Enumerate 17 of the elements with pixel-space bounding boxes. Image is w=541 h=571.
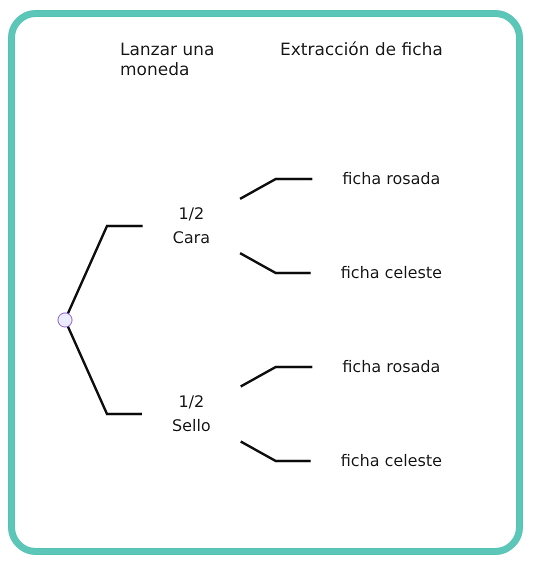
connector <box>239 178 312 200</box>
node-point <box>58 312 72 328</box>
node-text: ficha celeste <box>340 451 442 470</box>
node-label: 1/2 <box>178 204 204 223</box>
node-label: 1/2 <box>178 392 204 411</box>
connector <box>66 224 143 314</box>
column-heading: Lanzar una moneda <box>120 40 216 80</box>
connector <box>66 326 142 416</box>
node-text: ficha rosada <box>342 357 440 376</box>
connector <box>240 440 311 462</box>
node-text: Sello <box>172 416 211 435</box>
node-text: Cara <box>172 228 210 247</box>
node-text: ficha celeste <box>340 263 442 282</box>
connector <box>240 366 312 388</box>
column-heading: Extracción de ficha <box>280 40 443 62</box>
connector <box>239 252 311 274</box>
node-text: ficha rosada <box>342 169 440 188</box>
